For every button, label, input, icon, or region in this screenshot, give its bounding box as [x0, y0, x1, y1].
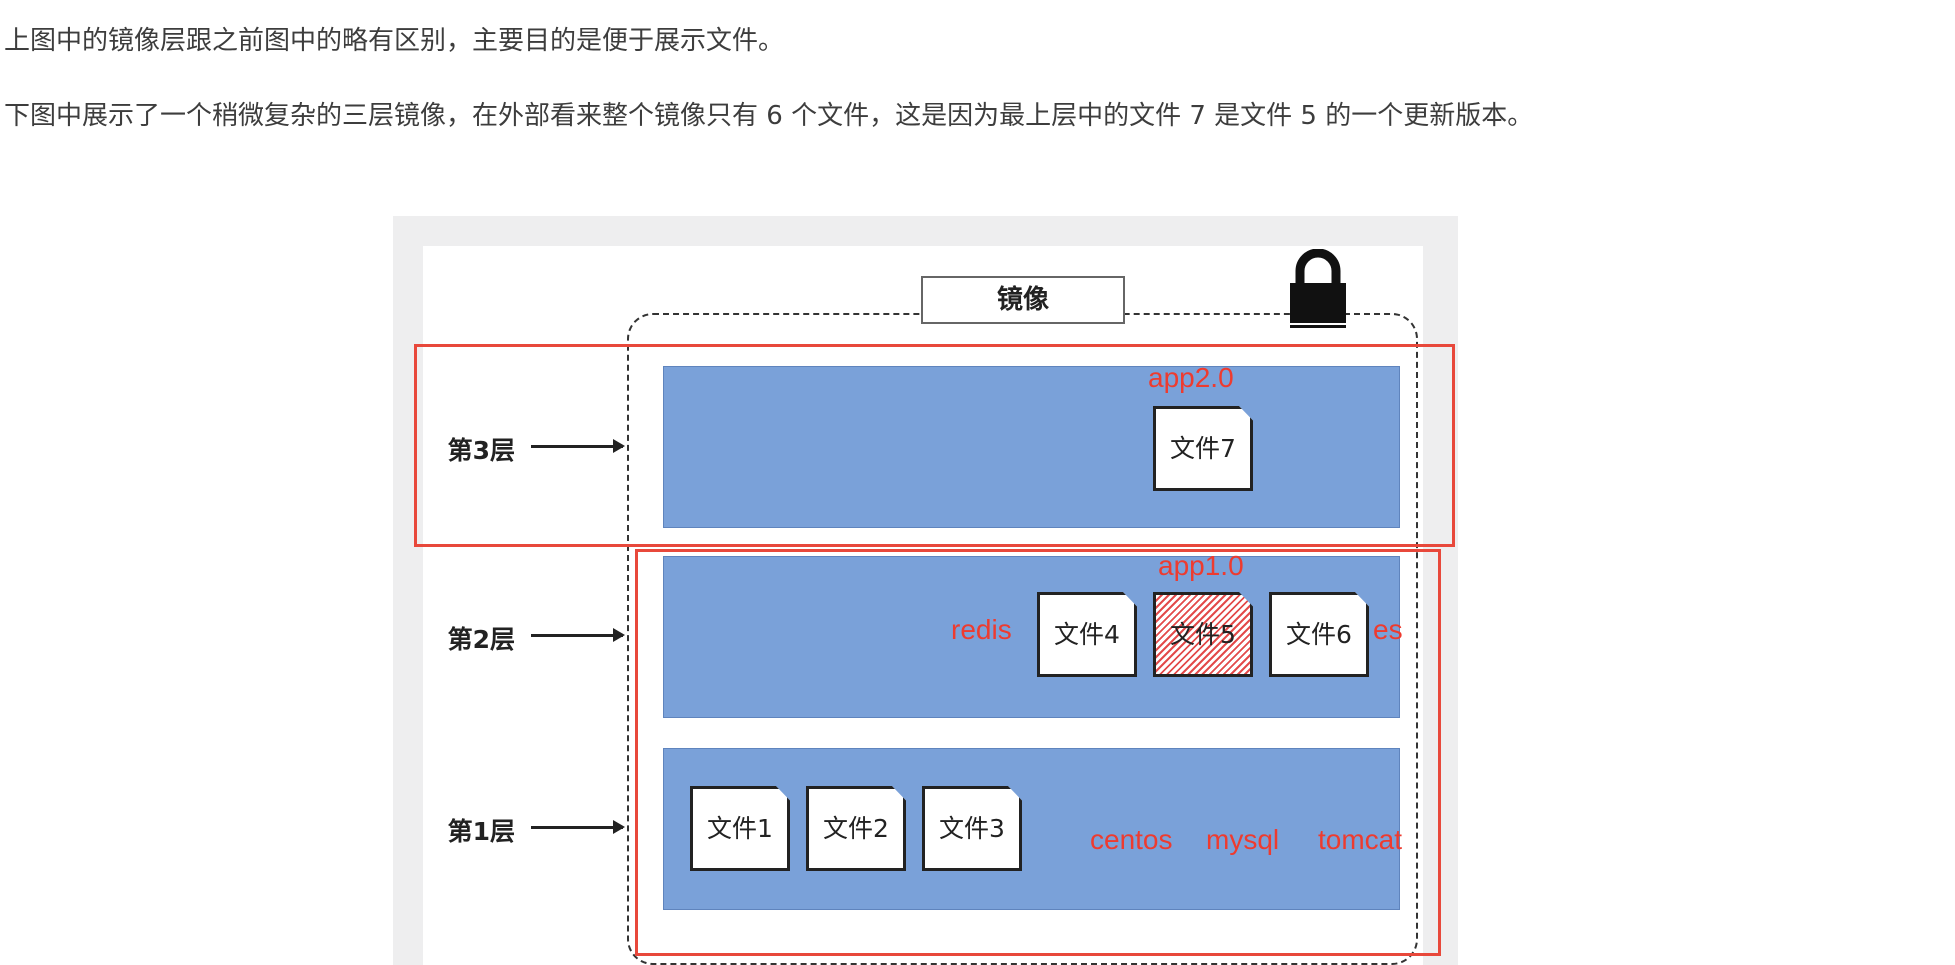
image-layers-figure: 镜像 第3层 第2层 第1层 app2.0 文件7 app1.0 redis 文…	[393, 216, 1458, 965]
highlight-box-top-layer	[414, 344, 1455, 547]
layer-1-label: 第1层	[447, 817, 515, 846]
highlight-box-lower-layers	[635, 549, 1441, 956]
layer-3-label: 第3层	[447, 436, 515, 465]
file-2: 文件2	[806, 786, 906, 871]
layer-3-bar	[663, 366, 1400, 528]
paragraph-2: 下图中展示了一个稍微复杂的三层镜像，在外部看来整个镜像只有 6 个文件，这是因为…	[4, 101, 1534, 131]
file-6: 文件6	[1269, 592, 1369, 677]
centos-annotation: centos	[1090, 824, 1173, 855]
layer-2-label: 第2层	[447, 625, 515, 654]
arrow-right-icon	[531, 439, 625, 453]
lock-icon	[1290, 249, 1346, 328]
arrow-right-icon	[531, 628, 625, 642]
es-annotation: es	[1373, 614, 1403, 645]
figure-canvas: 镜像 第3层 第2层 第1层 app2.0 文件7 app1.0 redis 文…	[414, 246, 1455, 965]
arrow-right-icon	[531, 820, 625, 834]
mysql-annotation: mysql	[1206, 824, 1280, 855]
file-4: 文件4	[1037, 592, 1137, 677]
app2-annotation: app2.0	[1148, 362, 1234, 393]
file-5: 文件5	[1153, 592, 1253, 677]
file-7: 文件7	[1153, 406, 1253, 491]
image-label: 镜像	[921, 276, 1125, 324]
paragraph-1: 上图中的镜像层跟之前图中的略有区别，主要目的是便于展示文件。	[4, 26, 785, 56]
layer-1-bar	[663, 748, 1400, 910]
file-1: 文件1	[690, 786, 790, 871]
redis-annotation: redis	[951, 614, 1012, 645]
tomcat-annotation: tomcat	[1318, 824, 1403, 855]
file-3: 文件3	[922, 786, 1022, 871]
app1-annotation: app1.0	[1158, 550, 1244, 581]
